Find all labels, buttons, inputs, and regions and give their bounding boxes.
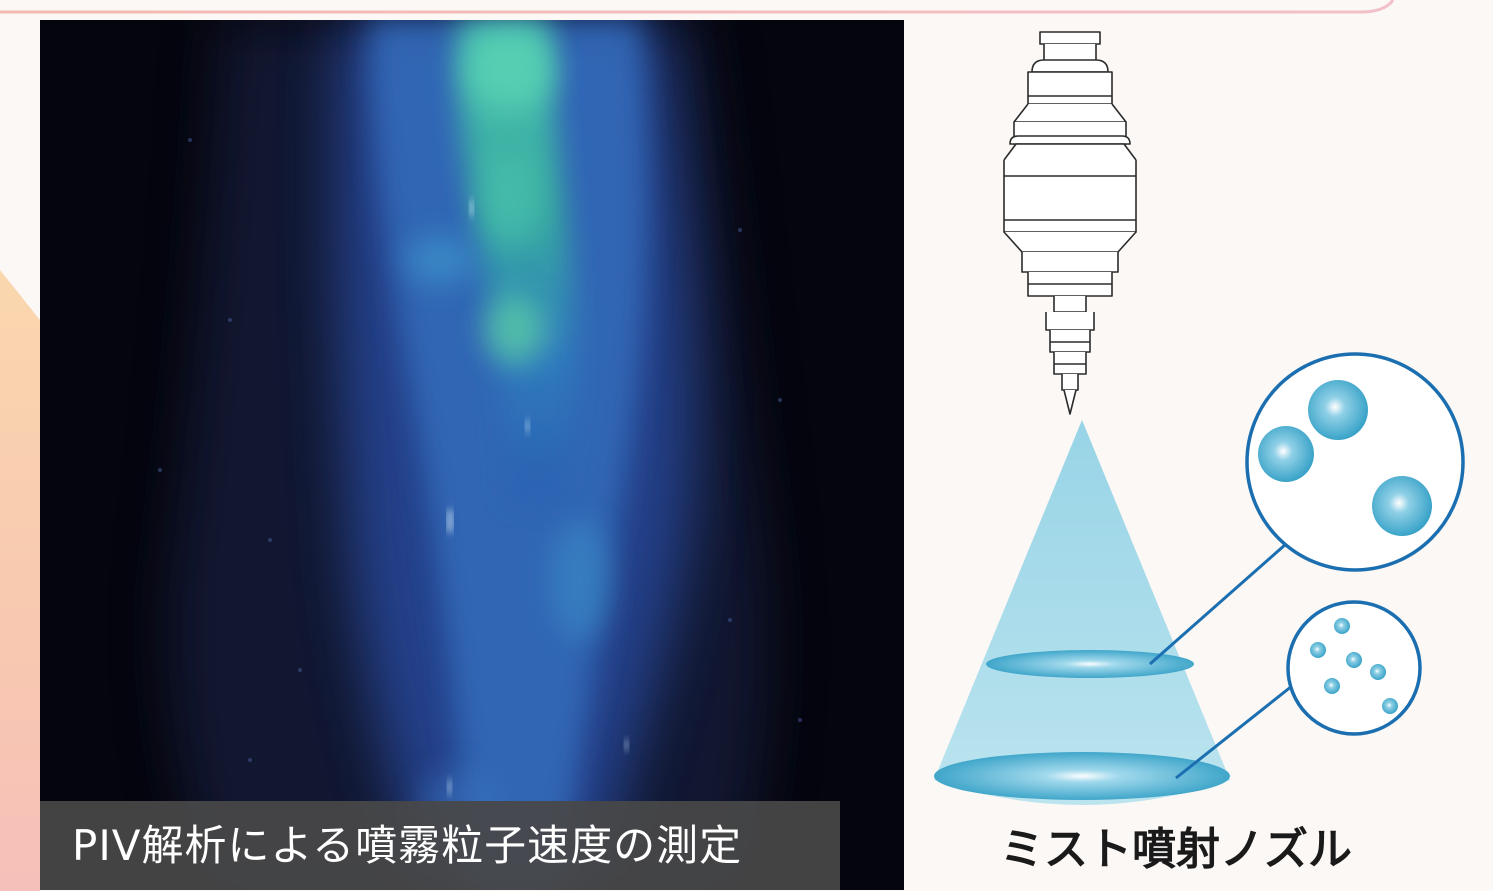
small-droplet-icon <box>1334 618 1350 634</box>
nozzle-label: ミスト噴射ノズル <box>1000 824 1352 875</box>
photo-caption: PIV解析による噴霧粒子速度の測定 <box>40 801 840 890</box>
spray-cone-icon <box>934 420 1230 805</box>
left-accent-decoration <box>0 270 40 891</box>
small-droplet-callout <box>1286 600 1422 736</box>
small-droplet-icon <box>1324 678 1340 694</box>
small-droplet-icon <box>1370 664 1386 680</box>
small-droplet-icon <box>1346 652 1362 668</box>
small-droplet-icon <box>1382 698 1398 714</box>
spray-nozzle-icon <box>1003 31 1137 415</box>
mist-nozzle-diagram <box>934 31 1465 805</box>
large-droplet-callout <box>1245 352 1465 572</box>
top-border-decoration <box>0 0 1493 20</box>
large-droplet-icon <box>1258 426 1314 482</box>
piv-spray-photo <box>40 20 904 890</box>
small-droplet-icon <box>1310 642 1326 658</box>
large-droplet-icon <box>1308 380 1368 440</box>
callout-lines <box>1149 542 1293 780</box>
large-droplet-icon <box>1372 476 1432 536</box>
